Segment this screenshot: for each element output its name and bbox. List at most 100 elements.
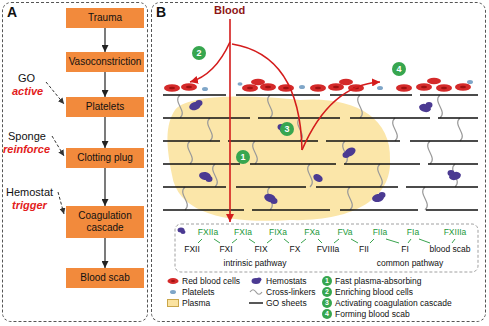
text-label: FXIIIa — [444, 227, 467, 237]
pathway-arrow — [370, 239, 374, 243]
blood-flow-arrow — [190, 19, 380, 222]
text-label: trigger — [12, 199, 47, 212]
text-label: reinforce — [3, 143, 50, 156]
legend-icon — [170, 290, 176, 294]
text-label: FXIa — [234, 227, 252, 237]
text-label: Blood — [214, 4, 245, 17]
callout-number: 2 — [192, 46, 206, 60]
go-sheet — [163, 95, 478, 210]
legend-text: Cross-linkers — [266, 287, 316, 297]
red-blood-cell — [401, 87, 407, 90]
hemostat — [196, 100, 203, 106]
cross-linker — [393, 118, 398, 141]
flow-arrow — [104, 28, 105, 52]
legend-text: Platelets — [182, 287, 215, 297]
pathway-arrow — [267, 239, 272, 243]
red-blood-cell — [455, 83, 471, 91]
cross-linker — [268, 95, 273, 118]
box-text: Coagulation cascade — [78, 210, 131, 233]
flow-arrow — [104, 72, 105, 97]
legend-icon — [257, 278, 262, 282]
box-text: Vasoconstriction — [69, 56, 142, 67]
text-label: FXa — [304, 227, 320, 237]
pathway-arrow — [198, 239, 202, 243]
platelet — [202, 87, 208, 91]
legend-text: Enriching blood cells — [335, 287, 413, 297]
go-sheet — [163, 209, 478, 210]
flow-arrow — [104, 238, 105, 268]
process-box: Vasoconstriction — [66, 52, 144, 72]
panel-frame: ATraumaVasoconstrictionPlateletsClotting… — [2, 2, 148, 322]
pathway-arrow — [351, 239, 358, 243]
cross-linker — [378, 164, 383, 187]
process-box: Platelets — [66, 97, 144, 117]
red-blood-cell — [283, 87, 289, 90]
legend-icon — [250, 290, 262, 295]
red-blood-cell — [460, 86, 466, 89]
platelet — [238, 82, 243, 86]
red-blood-cell — [427, 78, 441, 84]
hemostat — [426, 102, 433, 108]
platelet — [202, 80, 473, 91]
dashed-pointer — [52, 136, 64, 156]
platelet — [299, 85, 305, 89]
cross-linker — [348, 187, 353, 210]
callout-text: 4 — [396, 64, 401, 74]
text-label: FX — [290, 244, 301, 254]
cross-linker — [308, 164, 313, 187]
text-label: FIX — [254, 244, 267, 254]
platelet — [467, 80, 473, 84]
red-blood-cell — [169, 86, 466, 90]
red-blood-cell — [339, 79, 353, 85]
red-blood-cell — [416, 83, 432, 91]
red-blood-cell — [441, 87, 447, 90]
callout-number: 3 — [322, 298, 332, 308]
pathway-arrow — [318, 239, 322, 243]
callout-number: 1 — [236, 150, 250, 164]
red-blood-cell — [333, 86, 339, 89]
red-blood-cell — [310, 84, 326, 92]
flow-arrow — [104, 117, 105, 148]
red-blood-cell — [436, 84, 452, 92]
legend-icon — [168, 278, 179, 284]
legend-text: Activating coagulation cascade — [335, 298, 452, 308]
hemostat — [379, 192, 386, 198]
legend-icon — [171, 280, 175, 282]
panel-letter: A — [7, 4, 17, 20]
panel-frame: B12341Fast plasma-absorbing2Enriching bl… — [151, 2, 486, 322]
blood-flow-arrow — [302, 82, 380, 150]
go-sheet — [163, 186, 478, 187]
box-text: Blood scab — [80, 272, 129, 283]
pathway-arrow — [198, 239, 455, 243]
red-blood-cell — [169, 87, 175, 90]
text-label: common pathway — [377, 258, 444, 268]
cross-linker — [438, 95, 443, 118]
process-box: Coagulation cascade — [66, 206, 144, 238]
legend-step: 1Fast plasma-absorbing — [322, 276, 421, 286]
legend-icon — [249, 302, 263, 303]
dashed-pointer — [46, 82, 64, 104]
red-blood-cell — [265, 86, 271, 89]
platelet — [377, 86, 383, 90]
box-text: Platelets — [86, 101, 124, 112]
hemostat — [271, 198, 278, 204]
pathway-frame — [175, 224, 478, 272]
cross-linker — [208, 118, 213, 141]
pathway-arrow — [301, 239, 306, 243]
text-label: FXII — [184, 244, 200, 254]
flow-arrow — [104, 168, 105, 206]
text-label: FIIa — [373, 227, 388, 237]
panel-letter: B — [156, 4, 166, 20]
legend-step: 4Forming blood scab — [322, 309, 410, 319]
legend-step: 3Activating coagulation cascade — [322, 298, 452, 308]
pathway-arrow — [452, 239, 455, 243]
text-label: FII — [359, 244, 369, 254]
cross-linker — [253, 141, 258, 164]
legend-text: Red blood cells — [182, 276, 240, 286]
blood-flow-arrow — [229, 19, 231, 222]
pathway-arrow — [284, 239, 289, 243]
pathway-arrow — [214, 239, 220, 243]
go-sheet — [163, 163, 478, 164]
hemostat — [448, 170, 455, 176]
hemostat — [448, 171, 462, 182]
